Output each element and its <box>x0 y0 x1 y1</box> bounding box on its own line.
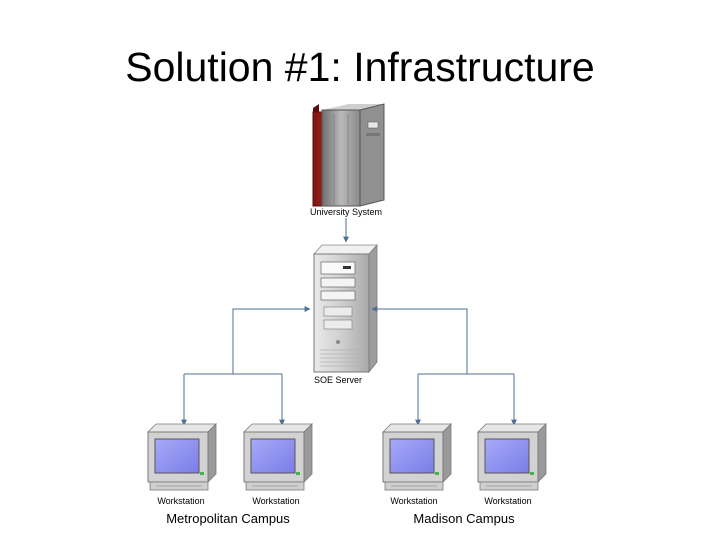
workstation-3-label: Workstation <box>390 496 437 506</box>
workstation-3-icon <box>382 423 452 491</box>
workstation-1-label: Workstation <box>157 496 204 506</box>
workstation-4-icon <box>477 423 547 491</box>
workstation-2-label: Workstation <box>252 496 299 506</box>
workstation-2-icon <box>243 423 313 491</box>
workstation-1-icon <box>147 423 217 491</box>
campus-label-metropolitan: Metropolitan Campus <box>166 511 290 526</box>
mainframe-label: University System <box>310 207 382 217</box>
slide-title: Solution #1: Infrastructure <box>125 44 595 90</box>
server-label: SOE Server <box>314 375 362 385</box>
campus-label-madison: Madison Campus <box>413 511 515 526</box>
left-branch-to-server-connector <box>232 306 311 374</box>
right-branch-to-server-connector <box>371 306 468 374</box>
server-tower-icon <box>313 243 378 374</box>
workstation-4-label: Workstation <box>484 496 531 506</box>
mainframe-icon <box>312 103 385 207</box>
